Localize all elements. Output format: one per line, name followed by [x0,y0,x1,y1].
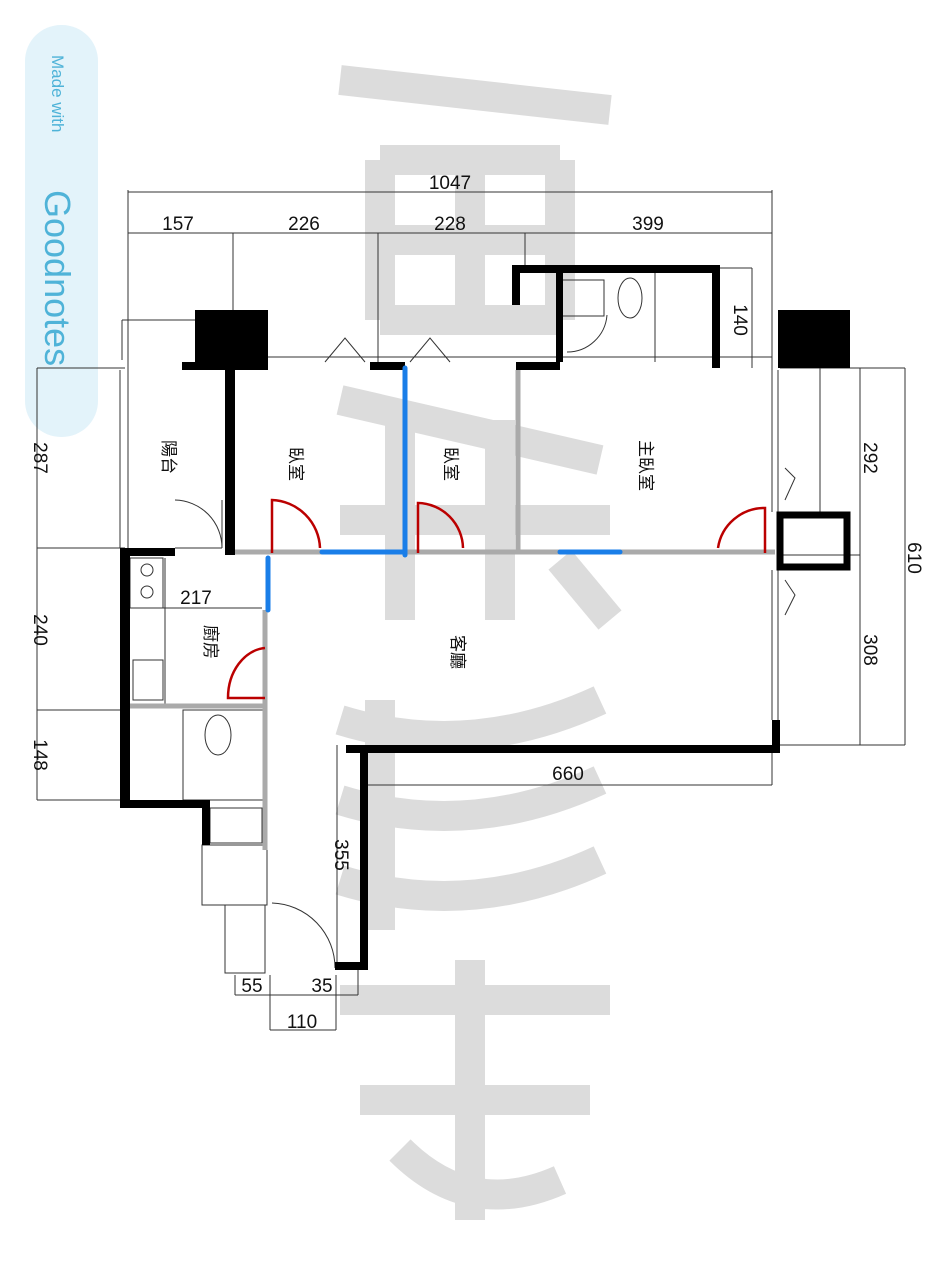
dim-corridor-length: 355 [330,839,351,871]
structural-walls [120,265,851,970]
dim-kitchen-width: 217 [180,588,212,609]
dim-top: 157 [162,214,194,235]
badge-made-with: Made with [48,55,67,132]
room-labels: 陽台 臥室 臥室 主臥室 廚房 客廳 [158,440,655,669]
goodnotes-badge: Made with Goodnotes [25,25,98,437]
dim-bottom: 35 [311,976,332,997]
dim-bath-depth: 140 [729,304,750,336]
dim-left: 148 [29,739,50,771]
watermark-char-1 [338,65,612,335]
room-label-bedroom: 臥室 [285,447,305,481]
watermark-graphic [335,65,622,1220]
room-label-kitchen: 廚房 [200,625,221,659]
dim-entry-width: 110 [287,1012,317,1033]
dim-left: 287 [29,442,50,474]
partitions [130,365,775,850]
dimension-labels: 1047 157 226 228 399 287 240 148 292 308… [29,173,924,1033]
dim-top: 226 [288,214,320,235]
watermark-char-3 [335,686,607,930]
dim-top: 228 [434,214,466,235]
badge-brand: Goodnotes [37,190,78,366]
dim-right: 292 [859,442,880,474]
dim-total-width: 1047 [429,173,471,194]
dim-right: 308 [859,634,880,666]
dim-right-total: 610 [903,542,924,574]
watermark-char-2 [336,385,622,630]
dim-living-width: 660 [552,764,584,785]
dim-left: 240 [29,614,50,646]
room-label-master-bedroom: 主臥室 [635,440,655,491]
dim-bottom: 55 [241,976,262,997]
room-label-living-room: 客廳 [447,635,467,669]
watermark-char-4 [340,960,610,1220]
dimension-lines [36,190,906,1031]
dim-top: 399 [632,214,664,235]
room-label-balcony: 陽台 [158,440,178,474]
room-label-bedroom: 臥室 [440,447,460,481]
door-swings [226,498,767,700]
